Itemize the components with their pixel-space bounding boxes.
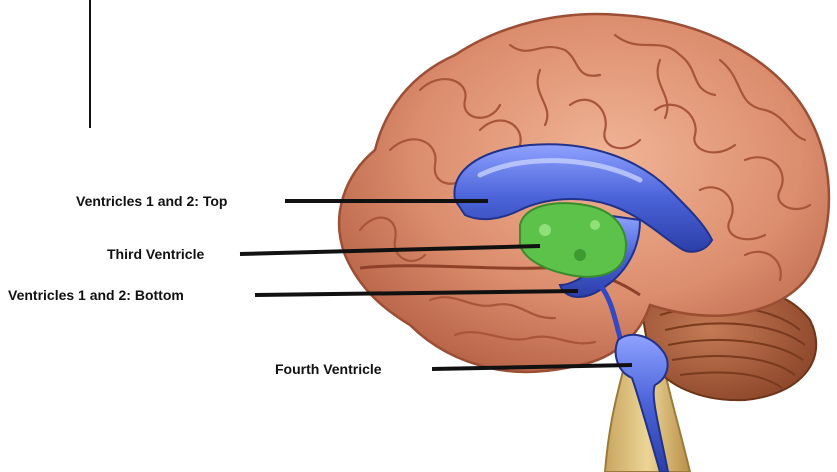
label-fourth-ventricle: Fourth Ventricle <box>275 361 382 377</box>
leader-line-fourth <box>432 365 632 369</box>
label-ventricles-top: Ventricles 1 and 2: Top <box>76 193 227 209</box>
label-third-ventricle: Third Ventricle <box>107 246 204 262</box>
label-ventricles-bottom: Ventricles 1 and 2: Bottom <box>8 287 184 303</box>
